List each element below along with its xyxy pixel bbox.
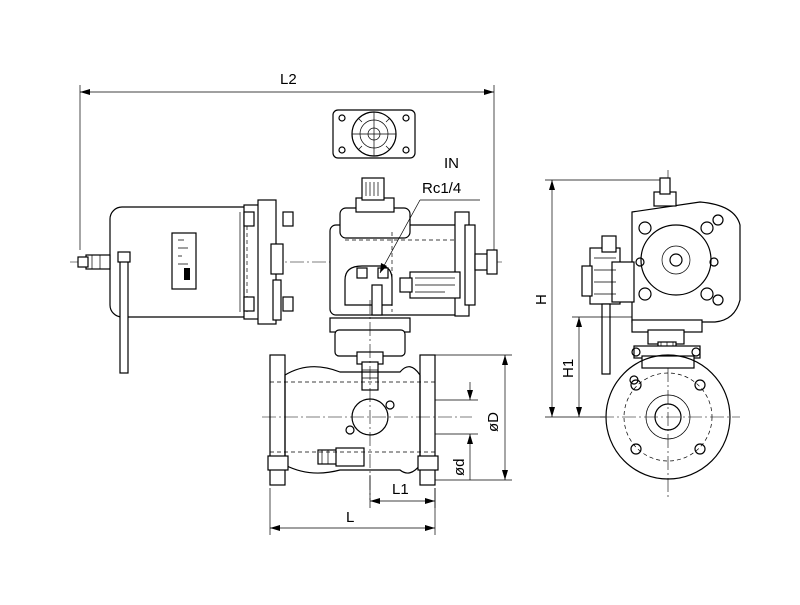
- central-body: [329, 177, 498, 317]
- dim-l-label: L: [346, 509, 354, 526]
- dim-l2-label: L2: [280, 71, 297, 88]
- dim-od-small: ød: [435, 382, 478, 480]
- dim-l1-label: L1: [392, 481, 409, 498]
- side-piping: [581, 235, 635, 375]
- indicator-mark: [184, 268, 190, 280]
- actuator-cylinder: [109, 199, 277, 325]
- dim-h: H: [533, 179, 660, 418]
- front-view: IN Rc1/4 L2 L L1: [70, 71, 512, 535]
- callout-in-label: IN: [444, 155, 459, 172]
- dim-od-big: øD: [420, 354, 512, 481]
- dim-h1: H1: [560, 316, 632, 417]
- side-flange: [605, 354, 731, 480]
- lower-valve-body: [262, 300, 472, 500]
- side-actuator-head: [631, 177, 741, 333]
- dim-l: L: [269, 488, 436, 535]
- nameplate: [171, 232, 197, 290]
- side-stem: [631, 329, 701, 369]
- dim-od-small-label: ød: [451, 458, 468, 476]
- cylinder-bolts: [243, 211, 294, 321]
- side-view: H H1: [533, 170, 741, 500]
- dim-l1: L1: [369, 475, 436, 508]
- dim-od-big-label: øD: [485, 412, 502, 432]
- left-drain-pipe: [77, 251, 131, 374]
- top-indicator-disk: [332, 109, 416, 159]
- callout-thread-label: Rc1/4: [422, 180, 461, 197]
- dim-h1-label: H1: [560, 359, 577, 378]
- port-callout: IN Rc1/4: [379, 155, 480, 274]
- dim-l2: L2: [79, 71, 495, 250]
- dim-h-label: H: [533, 294, 550, 305]
